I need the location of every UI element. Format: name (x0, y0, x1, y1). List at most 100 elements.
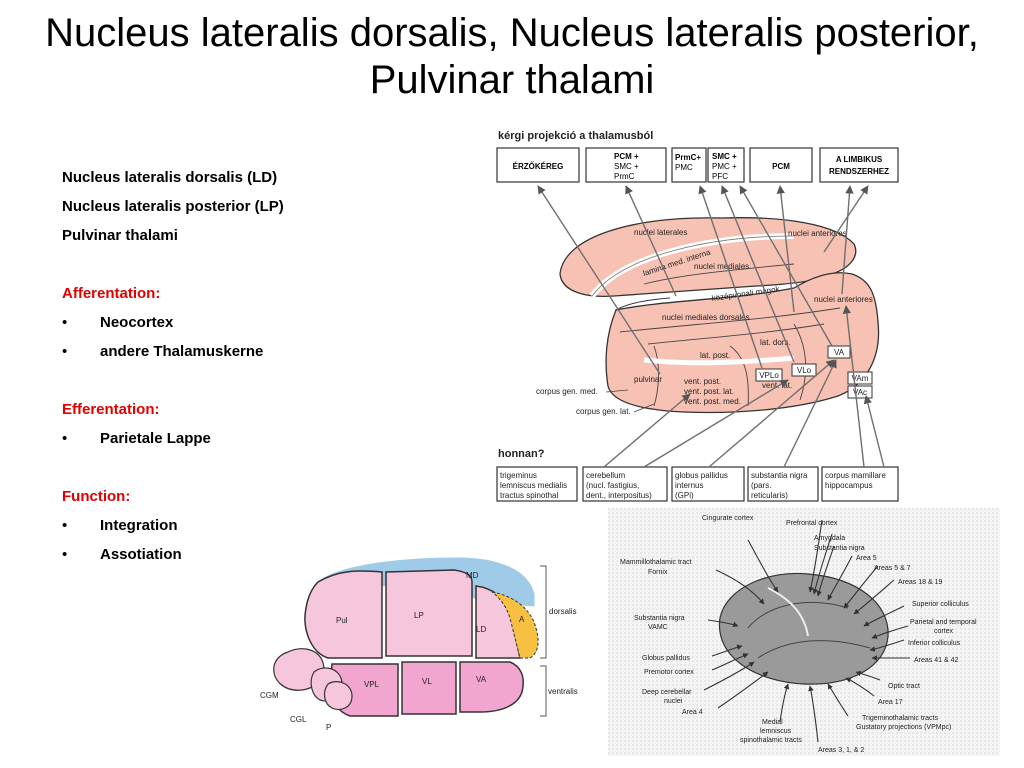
label-vent-post: vent. post. (684, 377, 721, 386)
label-areas-18-19: Areas 18 & 19 (898, 579, 942, 586)
label-corpus-gen-med: corpus gen. med. (536, 387, 598, 396)
label-pul: Pul (336, 616, 348, 625)
label-nuclei-anteriores-top: nuclei anteriores (788, 229, 847, 238)
cortex-box-label: PCM (772, 162, 790, 171)
label-vam: VAm (852, 374, 869, 383)
source-box-label: internus (675, 481, 703, 490)
cortex-box-label: SMC + (712, 152, 737, 161)
label-premotor-cortex: Premotor cortex (644, 669, 694, 676)
nucleus-mini-boxes: VA VPLo VLo VAm VAc (755, 345, 873, 399)
projection-caption: kérgi projekció a thalamusból (498, 130, 653, 142)
label-trigeminothalamic-tracts: Trigeminothalamic tracts (862, 715, 938, 722)
label-area-17: Area 17 (878, 699, 903, 706)
label-cgl: CGL (290, 715, 307, 724)
thalamus-schematic-figure: MD Pul LP LD A VPL VL VA CGM CGL P dorsa… (260, 557, 578, 732)
label-inferior-colliculus: Inferior colliculus (908, 640, 961, 647)
efferentation-heading: Efferentation: (62, 401, 160, 418)
slide-title-line-2: Pulvinar thalami (369, 58, 655, 102)
source-caption: honnan? (498, 448, 545, 460)
bullet-text: Parietale Lappe (100, 430, 211, 447)
label-nuclei-mediales-dorsales: nuclei mediales dorsales (662, 313, 750, 322)
label-substantia-nigra: Substantia nigra (634, 615, 685, 622)
source-box-label: hippocampus (825, 481, 873, 490)
label-ventralis: ventralis (548, 687, 578, 696)
bullet-glyph: • (62, 314, 68, 331)
source-box-label: cerebellum (586, 471, 625, 480)
source-box-label: (nucl. fastigius, (586, 481, 639, 490)
label-deep-cerebellar: Deep cerebellar (642, 689, 692, 696)
function-heading: Function: (62, 488, 131, 505)
label-p: P (326, 723, 331, 732)
cortex-box-label: PMC + (712, 162, 737, 171)
source-box-label: dent., interpositus) (586, 491, 652, 500)
label-globus-pallidus: Globus pallidus (642, 655, 690, 662)
label-nuclei-anteriores: nuclei anteriores (814, 295, 873, 304)
nucleus-a (491, 591, 539, 659)
bullet-text: Neocortex (100, 314, 174, 331)
label-fornix: Fornix (648, 569, 668, 576)
label-vplo: VPLo (759, 371, 779, 380)
label-pulvinar: pulvinar (634, 375, 662, 384)
nucleus-vl (401, 661, 457, 715)
label-substantia-nigra-top: Substantia nigra (814, 545, 865, 552)
bullet-glyph: • (62, 517, 68, 534)
nucleus-ld-item: Nucleus lateralis dorsalis (LD) (62, 169, 278, 186)
label-superior-colliculus: Superior colliculus (912, 601, 969, 608)
label-lat-dors: lat. dors. (760, 338, 791, 347)
bullet-glyph: • (62, 343, 68, 360)
source-box-1: trigeminus lemniscus medialis tractus sp… (496, 466, 578, 502)
label-nuclei-laterales: nuclei laterales (634, 228, 687, 237)
nucleus-va (459, 661, 524, 713)
source-box-label: reticularis) (751, 491, 788, 500)
label-vlo: VLo (797, 366, 812, 375)
source-box-label: tractus spinothal (500, 491, 558, 500)
label-lat-post: lat. post. (700, 351, 730, 360)
source-box-label: trigeminus (500, 471, 537, 480)
label-vpl: VPL (364, 680, 380, 689)
bullet-text: andere Thalamuskerne (100, 343, 264, 360)
cortex-box-label: PrmC (614, 172, 635, 181)
label-vent-post-lat: vent. post. lat. (684, 387, 734, 396)
cortex-box-6: A LIMBIKUS RENDSZERHEZ (819, 147, 899, 183)
label-vac: VAc (853, 388, 867, 397)
cortex-box-label: RENDSZERHEZ (829, 167, 889, 176)
label-optic-tract: Optic tract (888, 683, 920, 690)
label-a: A (519, 615, 525, 624)
source-box-4: substantia nigra (pars. reticularis) (747, 466, 819, 502)
label-cingurate-cortex: Cingurate cortex (702, 515, 754, 522)
cortex-box-2: PCM + SMC + PrmC (585, 147, 667, 183)
cortex-box-1: ÉRZŐKÉREG (496, 147, 580, 183)
source-box-label: globus pallidus (675, 471, 728, 480)
label-prefrontal-cortex: Prefrontal cortex (786, 520, 838, 527)
label-vl: VL (422, 677, 432, 686)
cortex-box-label: PCM + (614, 152, 639, 161)
label-corpus-gen-lat: corpus gen. lat. (576, 407, 631, 416)
label-lp: LP (414, 611, 424, 620)
bullet-item: •Parietale Lappe (62, 424, 462, 453)
nucleus-pul (304, 570, 383, 659)
cortex-box-label: PrmC+ (675, 153, 701, 162)
label-vent-lat: vent. lat. (762, 381, 792, 390)
label-medial: Medial (762, 719, 783, 726)
label-areas-41-42: Areas 41 & 42 (914, 657, 958, 664)
text-panel: Nucleus lateralis dorsalis (LD) Nucleus … (62, 163, 462, 569)
label-cgm: CGM (260, 691, 279, 700)
source-box-label: substantia nigra (751, 471, 808, 480)
source-box-label: corpus mamillare (825, 471, 886, 480)
label-area-4: Area 4 (682, 709, 703, 716)
bullet-item: • andere Thalamuskerne (62, 337, 462, 366)
source-box-3: globus pallidus internus (GPi) (671, 466, 745, 502)
label-mammillothalamic-tract: Mammillothalamic tract (620, 559, 692, 566)
source-box-label: lemniscus medialis (500, 481, 567, 490)
cortex-box-4: SMC + PMC + PFC (707, 147, 745, 183)
label-nuclei-mediales: nuclei mediales (694, 262, 749, 271)
cortex-box-5: PCM (749, 147, 813, 183)
source-box-label: (GPi) (675, 491, 694, 500)
label-nuclei: nuclei (664, 698, 683, 705)
cortex-box-label: A LIMBIKUS (836, 155, 883, 164)
bullet-item: • Neocortex (62, 308, 462, 337)
cortex-box-label: SMC + (614, 162, 639, 171)
label-va-schematic: VA (476, 675, 487, 684)
label-vamc: VAMC (648, 624, 668, 631)
label-md: MD (466, 571, 479, 580)
